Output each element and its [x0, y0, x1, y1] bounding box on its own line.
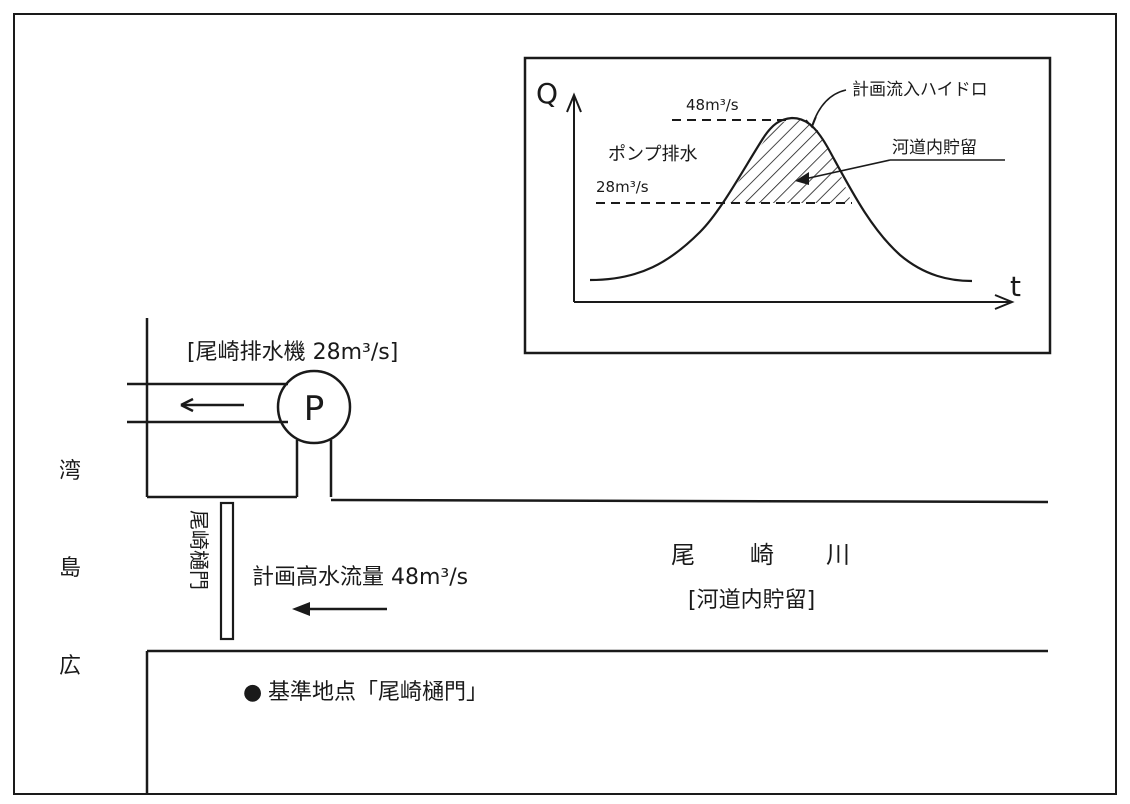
storage-hatch-area	[725, 119, 852, 203]
hydro-pointer-arrow	[805, 116, 817, 129]
river-storage-label: [河道内貯留]	[688, 588, 815, 613]
sluice-gate	[219, 501, 235, 641]
outflow-arrow-head-low	[180, 403, 194, 413]
inset-frame	[523, 56, 1052, 355]
outer-frame	[13, 13, 1117, 795]
main-river-char-2: 島	[59, 556, 81, 581]
t-axis-label: t	[1010, 270, 1021, 303]
river-name-char-2: 崎	[750, 541, 774, 569]
reference-point-label: 基準地点「尾崎樋門」	[268, 680, 488, 705]
inflow-hydrograph-curve	[589, 116, 973, 283]
pump-symbol: P	[304, 389, 325, 429]
hydro-pointer-line	[811, 89, 847, 127]
main-river-char-1: 湾	[59, 459, 81, 484]
ozaki-river-upper-bank-right	[330, 498, 1049, 504]
q-axis-label: Q	[536, 77, 558, 110]
reference-point-marker: ●	[243, 680, 262, 705]
river-flow-arrowhead	[292, 602, 310, 616]
pump-station-label: [尾崎排水機 28m³/s]	[187, 340, 398, 365]
pump-circle	[276, 369, 352, 445]
pump-drain-label: ポンプ排水	[608, 144, 697, 165]
plan-view: P 尾崎樋門 [尾崎排水機 28m³/s] 計画高水流量 48m³/s 尾 崎 …	[59, 318, 1049, 793]
river-name-char-3: 川	[826, 541, 850, 569]
storage-pointer-line	[799, 159, 891, 181]
sluice-gate-label: 尾崎樋門	[187, 510, 211, 590]
main-river-char-3: 広	[59, 654, 81, 679]
river-name-char-1: 尾	[671, 541, 695, 569]
inflow-hydro-label: 計画流入ハイドロ	[852, 80, 988, 100]
flow-rate-label: 計画高水流量 48m³/s	[252, 565, 468, 590]
peak-value-label: 48m³/s	[686, 96, 739, 114]
outflow-arrow-head	[180, 397, 194, 407]
hydrograph-inset: Q t 48m³/s ポンプ排水 28m³/s 計画流入ハイドロ 河道内貯留	[523, 56, 1052, 355]
q-axis-arrow	[566, 92, 582, 113]
t-axis-arrow	[994, 294, 1015, 310]
storage-pointer-arrowhead	[795, 172, 809, 185]
inset-storage-label: 河道内貯留	[892, 138, 977, 158]
pump-value-label: 28m³/s	[596, 178, 649, 196]
